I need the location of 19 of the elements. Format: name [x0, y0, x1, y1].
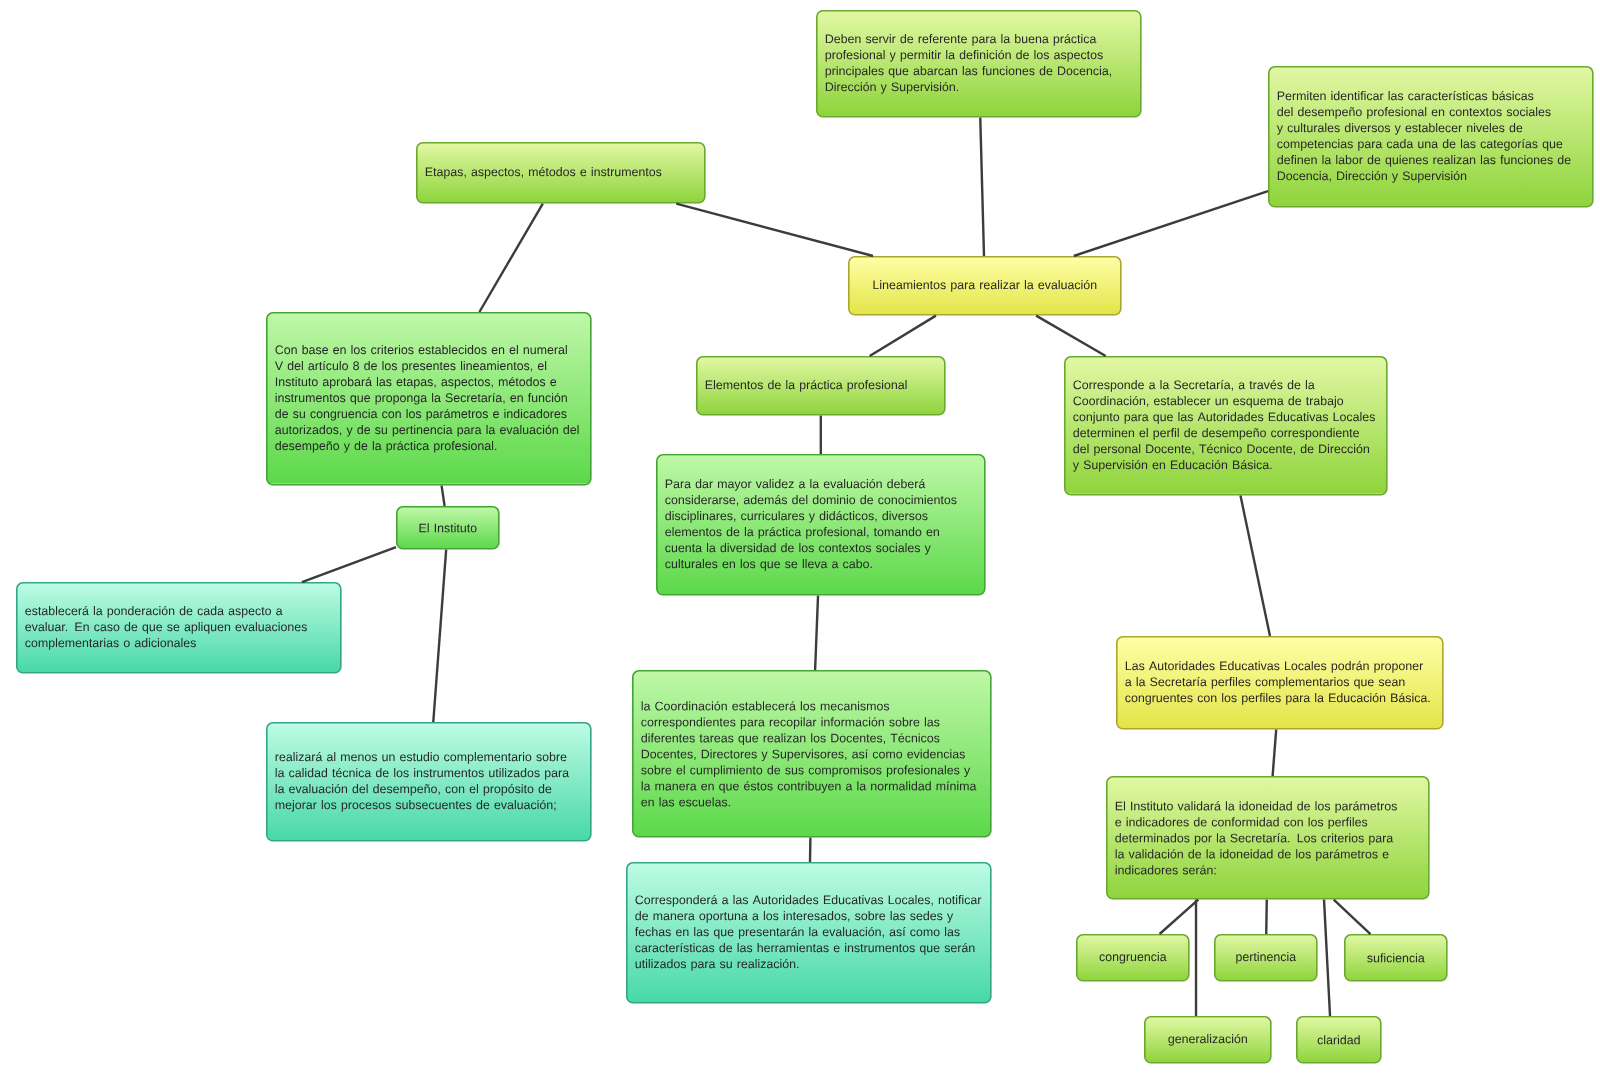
connector-line	[432, 549, 448, 723]
connector-line	[819, 415, 822, 454]
connector-line	[979, 117, 986, 257]
connector-line	[301, 545, 397, 584]
connector-line	[1194, 899, 1198, 1016]
connector-line	[1271, 729, 1278, 777]
connector-line	[1239, 495, 1272, 637]
connector-line	[675, 202, 874, 258]
connector-line	[1158, 898, 1200, 935]
connector-line	[1035, 314, 1107, 358]
connector-line	[1322, 899, 1332, 1017]
connector-line	[1073, 189, 1269, 258]
connector-line	[869, 314, 937, 358]
connector-line	[1332, 898, 1372, 935]
connector-line	[478, 203, 544, 313]
connector-line	[440, 485, 446, 507]
connector-line	[808, 837, 812, 863]
connector-line	[1265, 899, 1268, 935]
connector-line	[813, 595, 820, 671]
